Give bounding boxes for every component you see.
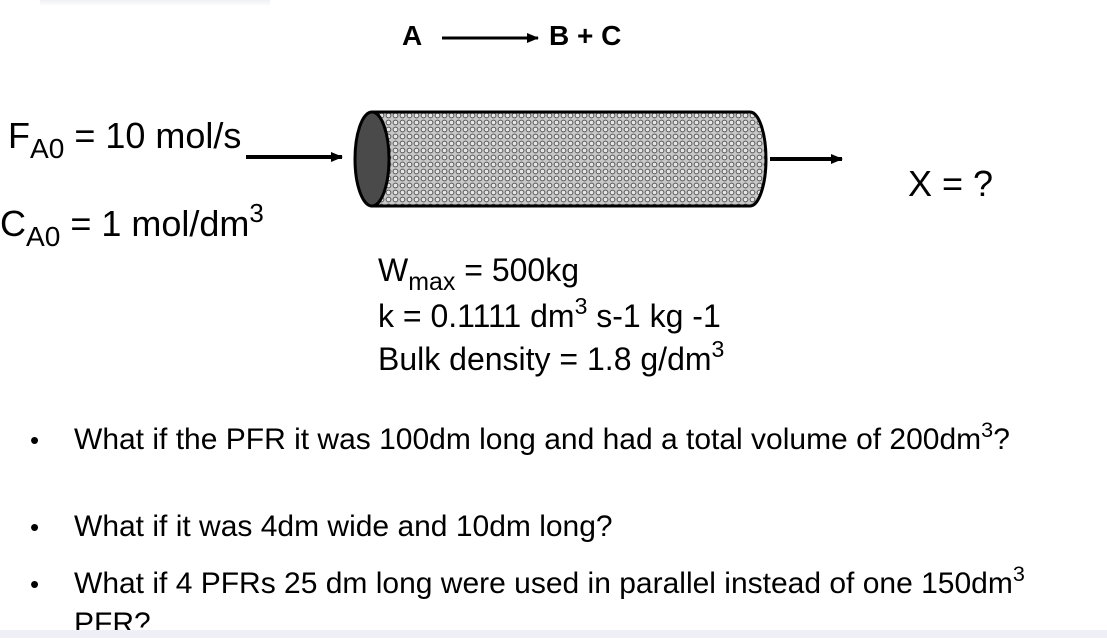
fa0-symbol: F bbox=[8, 115, 30, 156]
bullet-dot-2: • bbox=[30, 512, 40, 542]
molar-flow-label: FA0 = 10 mol/s bbox=[8, 115, 242, 164]
conversion-label: X = ? bbox=[908, 163, 994, 204]
top-decorative-strip bbox=[40, 0, 270, 6]
bottom-decorative-strip bbox=[0, 630, 1107, 638]
question-3-superscript: 3 bbox=[1012, 561, 1025, 587]
question-1-text: What if the PFR it was 100dm long and ha… bbox=[74, 423, 982, 456]
fa0-value: = 10 mol/s bbox=[64, 115, 242, 156]
ca0-value: = 1 mol/dm bbox=[60, 203, 250, 244]
wmax-symbol: W bbox=[378, 252, 409, 288]
catalyst-weight-label: Wmax = 500kg bbox=[378, 252, 579, 296]
k-text: k = 0.1111 dm bbox=[378, 298, 575, 334]
reaction-reactant: A bbox=[402, 20, 423, 51]
bulk-superscript: 3 bbox=[711, 336, 725, 363]
bulk-density-label: Bulk density = 1.8 g/dm3 bbox=[378, 336, 724, 378]
k-units: s-1 kg -1 bbox=[587, 298, 721, 334]
rate-constant-label: k = 0.1111 dm3 s-1 kg -1 bbox=[378, 293, 721, 335]
question-3: What if 4 PFRs 25 dm long were used in p… bbox=[74, 561, 1074, 643]
concentration-label: CA0 = 1 mol/dm3 bbox=[0, 199, 264, 252]
question-2: What if it was 4dm wide and 10dm long? bbox=[74, 510, 613, 543]
bullet-dot-3: • bbox=[30, 569, 40, 599]
ca0-symbol: C bbox=[0, 203, 26, 244]
wmax-value: = 500kg bbox=[455, 252, 579, 288]
question-1-superscript: 3 bbox=[981, 417, 994, 443]
wmax-subscript: max bbox=[408, 267, 456, 296]
question-1-end: ? bbox=[993, 423, 1010, 456]
fa0-subscript: A0 bbox=[30, 132, 65, 164]
bullet-dot-1: • bbox=[30, 425, 40, 455]
k-superscript: 3 bbox=[574, 293, 588, 320]
reactor-inlet-cap bbox=[353, 110, 391, 208]
packed-bed-reactor bbox=[353, 110, 768, 208]
question-3-text: What if 4 PFRs 25 dm long were used in p… bbox=[74, 567, 1013, 600]
question-1: What if the PFR it was 100dm long and ha… bbox=[74, 417, 1074, 461]
ca0-superscript: 3 bbox=[249, 199, 264, 228]
bulk-text: Bulk density = 1.8 g/dm bbox=[378, 341, 712, 377]
reaction-products: B + C bbox=[549, 20, 622, 51]
ca0-subscript: A0 bbox=[26, 220, 61, 252]
